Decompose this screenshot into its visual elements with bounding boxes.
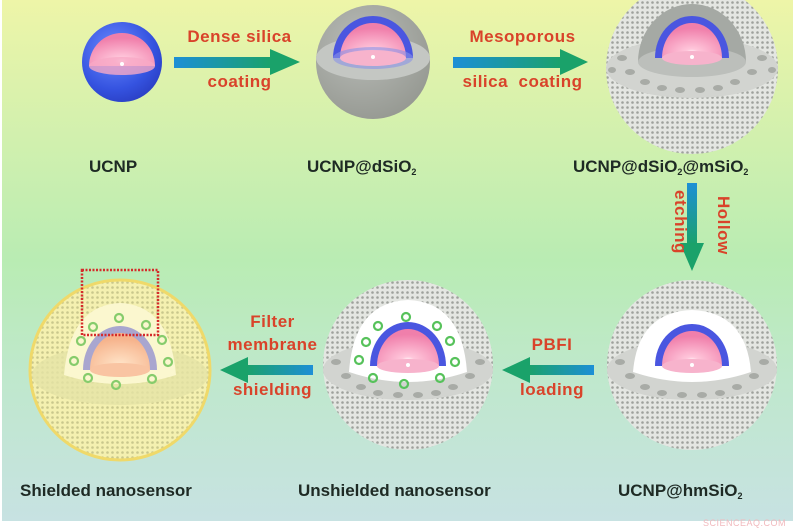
step-pbfi-line2: loading (520, 380, 584, 399)
watermark: SCIENCEAQ.COM (702, 518, 786, 528)
ucnp-dsio2-msio2-particle (606, 0, 778, 154)
ucnp-dsio2-particle (316, 5, 430, 119)
arrow-hollow-etching (680, 183, 704, 271)
step-dense-silica-line1: Dense silica (187, 27, 292, 46)
diagram-panel: Dense silica coating Mesoporous silica c… (2, 0, 793, 521)
label-unshielded-nanosensor: Unshielded nanosensor (298, 481, 491, 500)
pbfi-dye-molecules-shielded (68, 312, 174, 391)
label-ucnp-dsio2-msio2: UCNP@dSiO2@mSiO2 (573, 157, 749, 177)
ucnp-particle (82, 22, 162, 102)
unshielded-nanosensor-particle (323, 280, 493, 450)
zoom-region-box (80, 268, 160, 337)
step-filter-line2: shielding (232, 380, 313, 399)
ucnp-hmsio2-particle (607, 280, 777, 450)
step-mesoporous-line1: Mesoporous (469, 27, 576, 46)
diagram-graphics (28, 0, 778, 462)
step-filter-line1: Filter (250, 312, 295, 331)
label-ucnp-hmsio2: UCNP@hmSiO2 (618, 481, 743, 501)
shielded-nanosensor-particle (28, 268, 212, 462)
label-shielded-nanosensor: Shielded nanosensor (20, 481, 192, 500)
arrow-dense-silica (174, 49, 300, 75)
label-ucnp: UCNP (89, 157, 138, 176)
step-mesoporous-line2: silica coating (462, 72, 583, 91)
arrow-mesoporous (453, 49, 588, 75)
label-ucnp-dsio2: UCNP@dSiO2 (307, 157, 417, 177)
pbfi-dye-molecules (353, 311, 461, 390)
step-dense-silica-line2: coating (207, 72, 272, 91)
step-filter-line1b: membrane (227, 335, 318, 354)
arrow-pbfi-loading (502, 357, 594, 383)
step-etching-line2: etching (671, 190, 690, 254)
step-hollow-line1: Hollow (714, 196, 733, 255)
arrow-filter-shielding (220, 357, 313, 383)
step-pbfi-line1: PBFI (531, 335, 573, 354)
